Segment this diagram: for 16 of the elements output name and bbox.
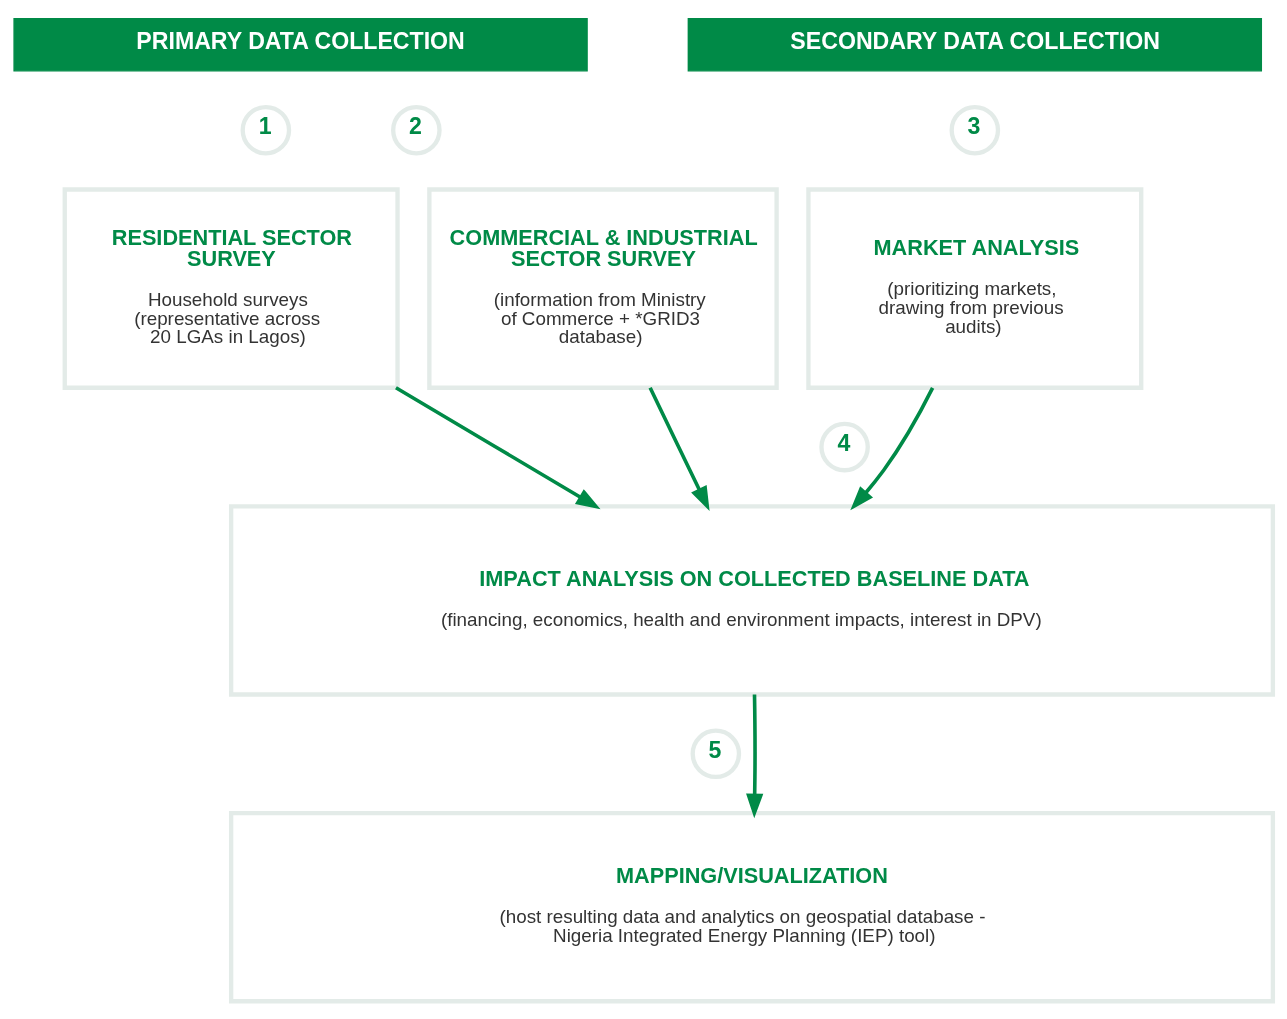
node-box: MARKET ANALYSIS (prioritizing markets, drawing from previous audits) <box>806 186 1144 390</box>
node-circle: 1 <box>240 104 292 155</box>
node-box: SECONDARY DATA COLLECTION <box>687 17 1263 72</box>
node-box: MAPPING/VISUALIZATION (host resulting data and analytics on geospatial database - Nigeria Integrated Energy Planning (IEP) tool) <box>228 810 1276 1003</box>
arrow <box>746 694 764 818</box>
arrow <box>395 385 601 509</box>
node-box: RESIDENTIAL SECTOR SURVEY Household surveys (representative across 20 LGAs in Lagos) <box>62 186 400 390</box>
node-circle: 5 <box>690 728 742 779</box>
node-box: IMPACT ANALYSIS ON COLLECTED BASELINE DATA (financing, economics, health and environment impacts, interest in DPV) <box>228 503 1276 697</box>
node-box: PRIMARY DATA COLLECTION <box>13 17 588 72</box>
node-circle: 4 <box>819 421 870 472</box>
arrow <box>648 386 710 511</box>
arrow <box>850 386 935 510</box>
node-circle: 3 <box>949 104 1001 155</box>
node-box: COMMERCIAL & INDUSTRIAL SECTOR SURVEY (information from Ministry of Commerce + *GRID3 database) <box>427 186 779 390</box>
node-circle: 2 <box>391 104 442 155</box>
